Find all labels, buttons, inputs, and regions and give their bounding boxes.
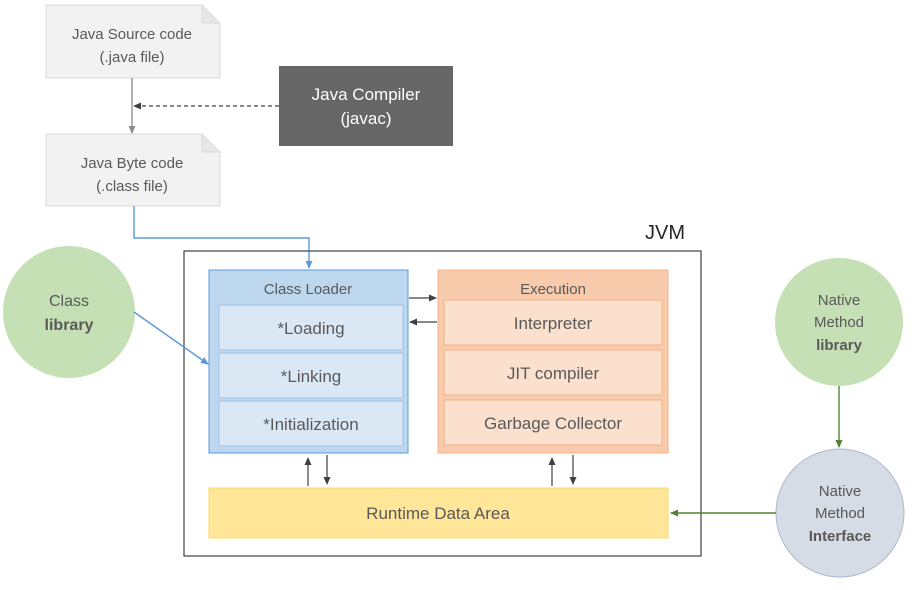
native-library-line1: Native xyxy=(818,292,861,309)
class-loader-title: Class Loader xyxy=(264,281,352,298)
execution-item xyxy=(443,349,663,396)
java-source-code-label: Java Source code xyxy=(72,26,192,43)
java-source-code-node: Java Source code (.java file) xyxy=(45,4,221,79)
java-compiler-command: (javac) xyxy=(340,109,391,128)
native-method-library-node: Native Method library xyxy=(775,258,903,386)
classlibrary-to-classloader-arrow xyxy=(133,311,209,365)
execution-item-label: Garbage Collector xyxy=(484,414,622,433)
native-library-line3: library xyxy=(816,337,863,354)
jvm-label: JVM xyxy=(645,222,685,244)
native-library-line2: Method xyxy=(814,314,864,331)
bytecode-to-classloader-arrow xyxy=(133,206,313,269)
runtime-data-area-label: Runtime Data Area xyxy=(366,504,510,523)
class-loader-item-label: *Linking xyxy=(281,367,342,386)
class-loader-item-label: *Loading xyxy=(277,319,344,338)
native-interface-line3: Interface xyxy=(809,528,872,545)
execution-item xyxy=(443,299,663,346)
class-library-label-line2: library xyxy=(45,317,94,334)
java-byte-code-node: Java Byte code (.class file) xyxy=(45,133,221,207)
execution-item-label: Interpreter xyxy=(514,314,593,333)
native-method-interface-node: Native Method Interface xyxy=(775,448,905,578)
native-interface-line1: Native xyxy=(819,483,862,500)
jvm-boundary xyxy=(183,250,702,557)
execution-item-label: JIT compiler xyxy=(507,364,600,383)
class-loader-item xyxy=(218,304,404,351)
class-loader-panel: Class Loader *Loading *Linking *Initiali… xyxy=(208,269,409,454)
execution-title: Execution xyxy=(520,281,586,298)
java-byte-code-label: Java Byte code xyxy=(81,155,184,172)
execution-item xyxy=(443,399,663,446)
native-interface-line2: Method xyxy=(815,505,865,522)
class-library-node: Class library xyxy=(3,246,135,378)
java-compiler-node: Java Compiler (javac) xyxy=(279,66,453,146)
execution-panel: Execution Interpreter JIT compiler Garba… xyxy=(437,269,669,454)
java-source-code-extension: (.java file) xyxy=(99,49,164,66)
class-loader-item xyxy=(218,400,404,447)
class-library-label-line1: Class xyxy=(49,293,89,310)
class-loader-item-label: *Initialization xyxy=(263,415,358,434)
class-loader-item xyxy=(218,352,404,399)
runtime-data-area-node: Runtime Data Area xyxy=(208,487,669,539)
java-byte-code-extension: (.class file) xyxy=(96,178,168,195)
java-compiler-label: Java Compiler xyxy=(312,85,421,104)
